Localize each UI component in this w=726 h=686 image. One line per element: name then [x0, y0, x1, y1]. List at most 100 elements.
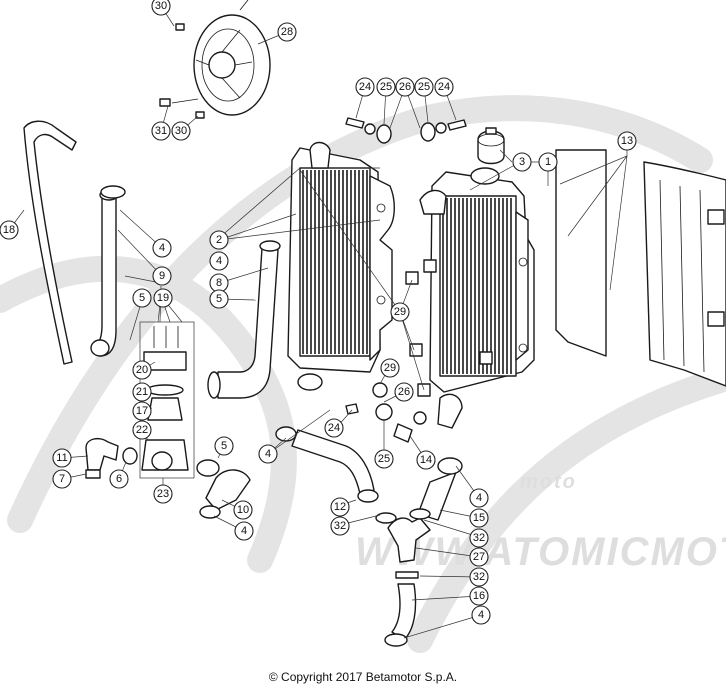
- callout-6: 6: [109, 469, 129, 489]
- callout-5-lower: 5: [214, 436, 234, 456]
- svg-text:19: 19: [157, 292, 169, 304]
- svg-text:14: 14: [420, 454, 432, 466]
- callout-32-left: 32: [330, 516, 350, 536]
- radiator-right-fins: [442, 198, 512, 374]
- lower-hardware: [345, 259, 493, 443]
- svg-text:25: 25: [380, 81, 392, 93]
- callout-7: 7: [52, 469, 72, 489]
- radiator-left: [287, 141, 395, 391]
- callout-30-top: 30: [151, 0, 171, 16]
- callout-21: 21: [132, 382, 152, 402]
- callout-25-right: 25: [414, 77, 434, 97]
- svg-text:24: 24: [328, 422, 340, 434]
- callout-10: 10: [233, 500, 253, 520]
- fan-screws: [159, 23, 205, 119]
- callout-30-bottom: 30: [171, 121, 191, 141]
- callout-12: 12: [330, 497, 350, 517]
- callout-25-left: 25: [376, 77, 396, 97]
- radiator-guard: [555, 149, 726, 387]
- svg-text:26: 26: [399, 81, 411, 93]
- radiator-left-fins: [302, 170, 368, 354]
- svg-text:32: 32: [473, 532, 485, 544]
- y-piece-27: [375, 508, 431, 563]
- svg-text:24: 24: [359, 81, 371, 93]
- svg-text:18: 18: [3, 224, 15, 236]
- callout-24-left: 24: [355, 77, 375, 97]
- callout-labels: 30 28 31 30 24 25 26 25 24 13 3 1 18 4 9…: [0, 0, 637, 625]
- svg-text:4: 4: [159, 242, 165, 254]
- svg-text:9: 9: [159, 270, 165, 282]
- callout-15: 15: [469, 508, 489, 528]
- svg-text:4: 4: [476, 492, 482, 504]
- callout-16: 16: [469, 586, 489, 606]
- callout-32-right-lower: 32: [469, 567, 489, 587]
- hose-16: [384, 571, 419, 647]
- elbow-11: [85, 437, 138, 479]
- callout-31: 31: [151, 121, 171, 141]
- svg-text:21: 21: [136, 386, 148, 398]
- svg-text:5: 5: [216, 293, 222, 305]
- svg-text:26: 26: [398, 386, 410, 398]
- svg-text:4: 4: [241, 525, 247, 537]
- svg-text:30: 30: [155, 0, 167, 12]
- svg-text:24: 24: [438, 81, 450, 93]
- svg-text:1: 1: [545, 156, 551, 168]
- callout-5-mid: 5: [209, 289, 229, 309]
- callout-5-left: 5: [132, 288, 152, 308]
- callout-19: 19: [153, 288, 173, 308]
- callout-4-upper-left: 4: [152, 238, 172, 258]
- callout-17: 17: [132, 401, 152, 421]
- radiator-right: [419, 167, 535, 429]
- callout-26-lower: 26: [394, 382, 414, 402]
- callout-32-right-upper: 32: [469, 528, 489, 548]
- svg-text:5: 5: [139, 292, 145, 304]
- callout-4-bottom: 4: [471, 605, 491, 625]
- callout-9: 9: [152, 266, 172, 286]
- callout-4-center: 4: [258, 444, 278, 464]
- svg-text:8: 8: [216, 277, 222, 289]
- svg-text:25: 25: [418, 81, 430, 93]
- svg-text:17: 17: [136, 405, 148, 417]
- cooling-fan: [193, 0, 271, 116]
- callout-26-top: 26: [395, 77, 415, 97]
- hose-15: [417, 457, 463, 521]
- callout-11: 11: [52, 448, 72, 468]
- svg-text:22: 22: [136, 424, 148, 436]
- svg-text:25: 25: [378, 453, 390, 465]
- callout-4-lower-left: 4: [234, 521, 254, 541]
- callout-23: 23: [153, 484, 173, 504]
- svg-text:13: 13: [621, 135, 633, 147]
- watermark-logo: WWW.ATOMICMOTO moto: [0, 95, 726, 653]
- callout-1: 1: [538, 152, 558, 172]
- callout-24-lower: 24: [324, 418, 344, 438]
- svg-text:29: 29: [384, 362, 396, 374]
- hose-12: [275, 426, 379, 503]
- callout-3: 3: [512, 152, 532, 172]
- callout-25-lower: 25: [374, 449, 394, 469]
- watermark-logo-text: moto: [520, 471, 577, 493]
- svg-text:28: 28: [281, 26, 293, 38]
- svg-text:7: 7: [59, 473, 65, 485]
- svg-text:30: 30: [175, 125, 187, 137]
- svg-text:12: 12: [334, 501, 346, 513]
- callout-28: 28: [277, 22, 297, 42]
- svg-text:6: 6: [116, 473, 122, 485]
- thermostat-assembly: [139, 321, 195, 479]
- callout-29-lower: 29: [380, 358, 400, 378]
- elbow-10: [196, 459, 251, 519]
- svg-text:3: 3: [519, 156, 525, 168]
- svg-text:16: 16: [473, 590, 485, 602]
- svg-text:27: 27: [473, 551, 485, 563]
- svg-text:20: 20: [136, 364, 148, 376]
- svg-text:32: 32: [334, 520, 346, 532]
- svg-text:29: 29: [394, 306, 406, 318]
- svg-text:4: 4: [265, 448, 271, 460]
- hose-8: [207, 240, 281, 399]
- svg-text:32: 32: [473, 571, 485, 583]
- callout-24-right: 24: [434, 77, 454, 97]
- callout-13: 13: [617, 131, 637, 151]
- callout-20: 20: [132, 360, 152, 380]
- callout-8: 8: [209, 273, 229, 293]
- callout-4-right: 4: [469, 488, 489, 508]
- svg-text:15: 15: [473, 512, 485, 524]
